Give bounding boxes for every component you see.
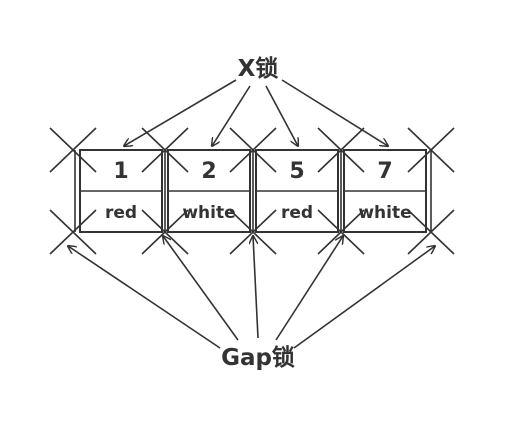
record-2: 2 white xyxy=(167,149,251,233)
x-lock-label: X锁 xyxy=(238,55,279,82)
gap-markers xyxy=(49,127,455,255)
record-color: white xyxy=(358,203,411,223)
record-5: 5 red xyxy=(255,149,339,233)
record-id: 5 xyxy=(289,159,304,184)
x-lock-arrows xyxy=(124,79,388,146)
record-id: 7 xyxy=(377,159,392,184)
record-7: 7 white xyxy=(343,149,427,233)
gap-lock-label: Gap锁 xyxy=(221,344,295,371)
record-id: 2 xyxy=(201,159,216,184)
record-color: white xyxy=(182,203,235,223)
record-color: red xyxy=(281,203,313,223)
record-color: red xyxy=(105,203,137,223)
record-1: 1 red xyxy=(79,149,163,233)
gap-lock-arrows xyxy=(68,236,435,349)
record-id: 1 xyxy=(113,159,128,184)
